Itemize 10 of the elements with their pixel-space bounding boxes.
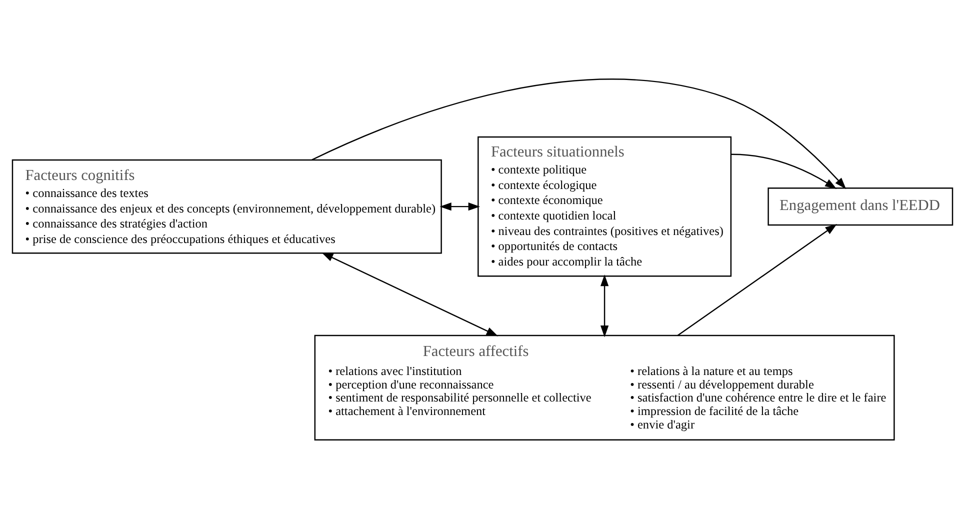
node-box: Facteurs situationnels • contexte politique • contexte écologique • contexte économique • contexte quotidien local • niveau des contraintes (positives et négatives) • opportunités de contacts • aides pour accomplir la tâche	[478, 136, 732, 277]
arrow	[440, 202, 480, 211]
node-box: Facteurs affectifs • relations avec l'institution • perception d'une reconnaissance • sentiment de responsabilité personnelle et collective • attachement à l'environnement • relations à la nature et au temps • ressenti / au développement durable • satisfaction d'une cohérence entre le dire et le faire • impression de facilité de la tâche • envie d'agir	[314, 334, 895, 441]
arrow	[312, 78, 846, 190]
node-box: Engagement dans l'EEDD	[768, 188, 954, 226]
arrow	[677, 224, 837, 336]
arrow	[730, 154, 837, 189]
arrow	[600, 274, 609, 338]
node-box: Facteurs cognitifs • connaissance des textes • connaissance des enjeux et des concepts (environnement, développement durable) • connaissance des stratégies d'action • prise de conscience des préoccupations éthiques et éducatives	[12, 159, 442, 254]
arrow	[322, 252, 498, 336]
